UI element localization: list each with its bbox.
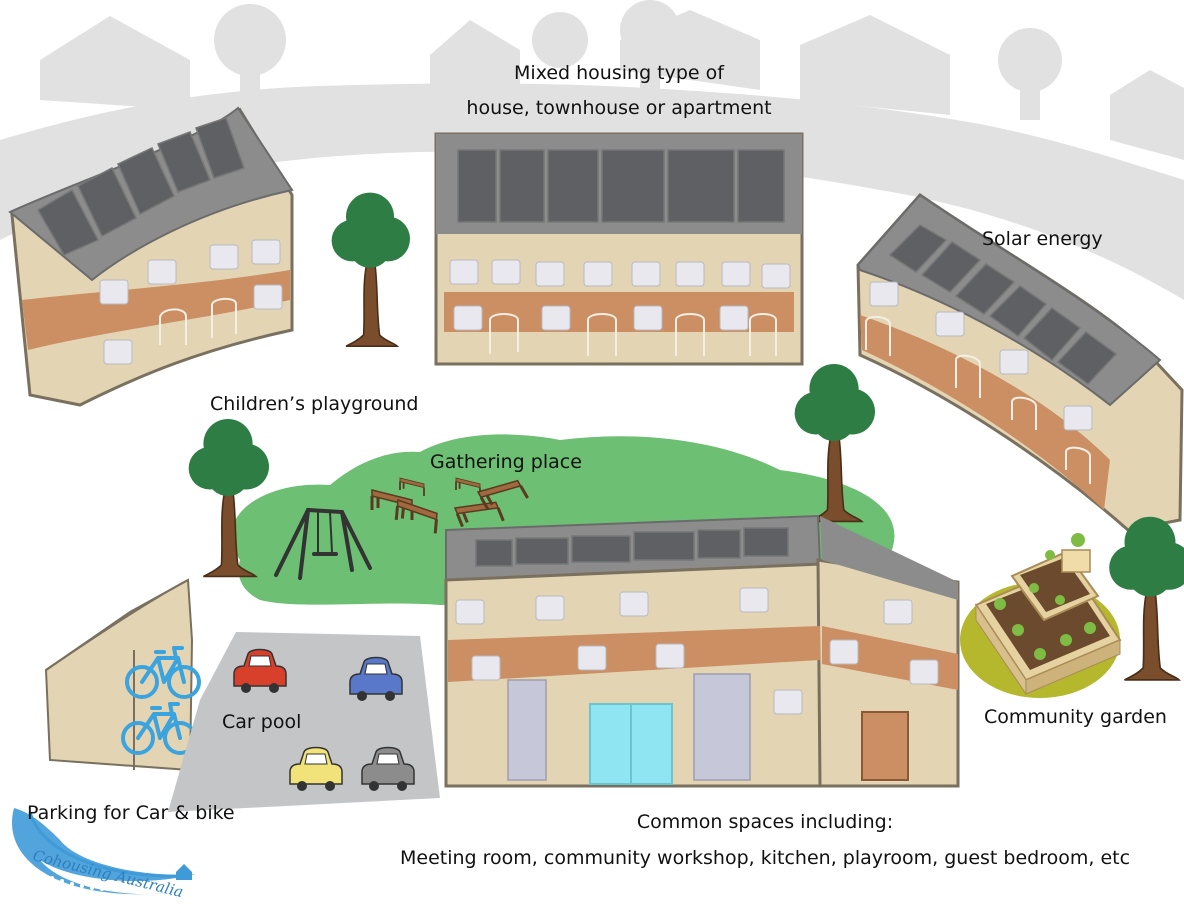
common-house-solar-panels <box>475 527 789 567</box>
center-solar-panels <box>457 149 785 223</box>
wooden-door <box>861 711 909 781</box>
housing-label-line2: house, townhouse or apartment <box>466 97 772 119</box>
center-apartment-building <box>434 132 804 366</box>
tree-near-left-building <box>330 191 411 348</box>
common-house-building <box>444 514 960 788</box>
right-townhouse-building <box>856 193 1184 532</box>
left-townhouse-building <box>8 106 294 407</box>
community-garden-label: Community garden <box>984 706 1167 728</box>
common-spaces-label-line2: Meeting room, community workshop, kitche… <box>400 847 1131 869</box>
tree-garden <box>1108 515 1184 681</box>
solar-energy-label: Solar energy <box>982 228 1103 250</box>
housing-label-line1: Mixed housing type of <box>514 62 724 84</box>
car-pool-label: Car pool <box>222 711 302 733</box>
playground-label: Children’s playground <box>210 393 419 415</box>
parking-label: Parking for Car & bike <box>27 802 235 824</box>
right-solar-panels <box>888 224 1118 385</box>
community-garden <box>960 533 1122 698</box>
gathering-place-label: Gathering place <box>430 451 582 473</box>
swing-set <box>274 507 372 580</box>
background-houses-silhouette <box>0 0 1184 300</box>
left-solar-panels <box>36 117 245 256</box>
common-spaces-label-line1: Common spaces including: <box>636 811 894 833</box>
